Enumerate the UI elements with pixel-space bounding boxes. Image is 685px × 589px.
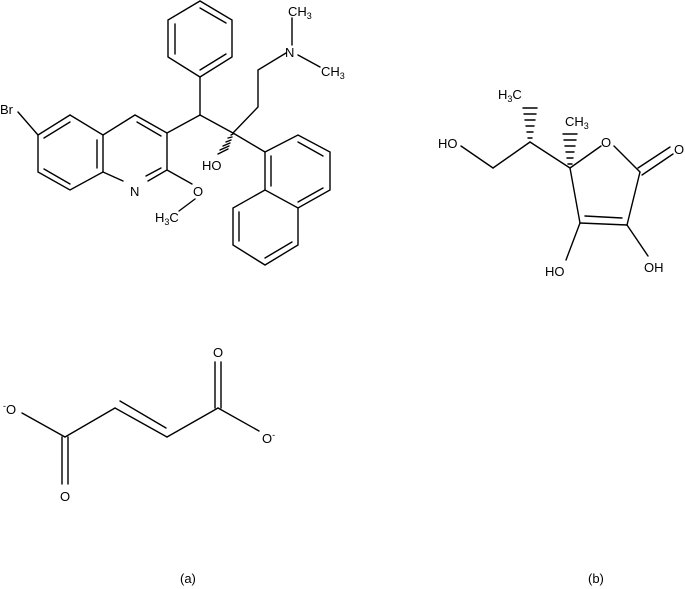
atom-o-methoxy: O — [193, 184, 203, 199]
hashed-bond-ch3 — [562, 133, 578, 165]
hashed-bond — [217, 133, 234, 155]
label-ch3-top: CH3 — [288, 4, 312, 21]
atom-o-bottom: O — [60, 489, 70, 504]
atom-ho-left: HO — [438, 136, 458, 151]
atom-ho: HO — [202, 158, 222, 173]
label-ch3: CH3 — [565, 114, 589, 131]
molecule-a-fumarate: -O O O O- — [3, 345, 275, 504]
atom-o-minus-left: -O — [3, 401, 16, 417]
molecule-a-bedaquiline: N Br O H3C HO N CH3 CH3 — [0, 0, 345, 266]
atom-br: Br — [0, 102, 14, 117]
atom-oh-right: OH — [644, 260, 664, 275]
hashed-bond-h3c — [522, 107, 538, 139]
atom-o-top: O — [213, 345, 223, 360]
atom-o-ring: O — [601, 135, 611, 150]
atom-ho-bottom: HO — [545, 264, 565, 279]
atom-o-carbonyl: O — [674, 142, 684, 157]
panel-label-a: (a) — [180, 571, 196, 586]
molecule-b: HO H3C CH3 O O O — [438, 87, 684, 279]
label-h3c-methoxy: H3C — [155, 210, 179, 227]
label-h3c: H3C — [498, 87, 522, 104]
panel-label-b: (b) — [588, 571, 604, 586]
atom-o-minus-right: O- — [262, 430, 275, 446]
atom-n-ring: N — [130, 184, 139, 199]
atom-n-amine: N — [285, 45, 294, 60]
label-ch3-right: CH3 — [321, 64, 345, 81]
